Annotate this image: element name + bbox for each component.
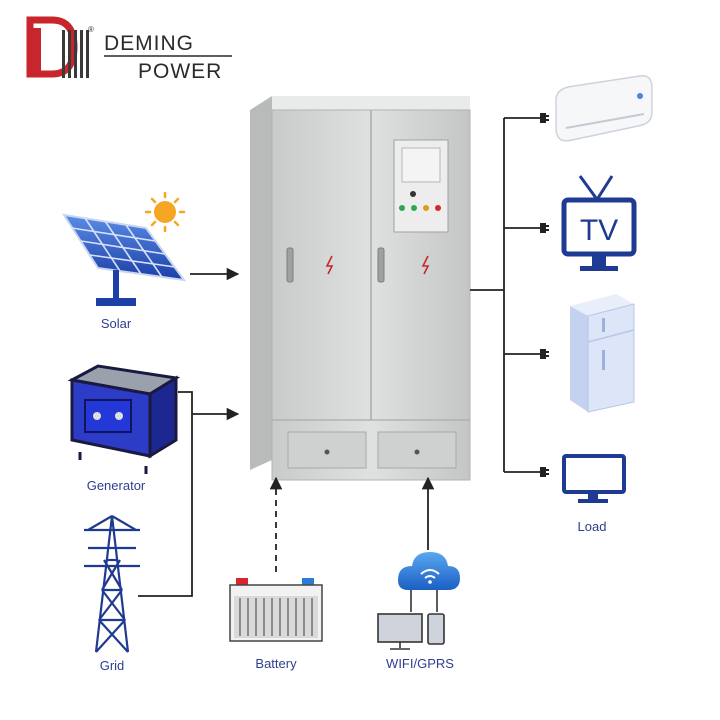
brand-line2: POWER (138, 60, 222, 83)
grid-tower-icon (84, 515, 140, 653)
brand-logo: ® DEMING POWER (26, 16, 232, 83)
tv-text: TV (580, 214, 618, 247)
air-conditioner-icon (555, 75, 653, 142)
registered-mark: ® (88, 25, 94, 34)
grid-label: Grid (100, 658, 125, 673)
control-panel (393, 139, 449, 233)
generator-grid-connector (138, 391, 240, 597)
brand-line1: DEMING (104, 32, 194, 55)
generator-icon (67, 364, 181, 474)
computer-phone-icon (377, 590, 445, 650)
solar-panel-icon (61, 191, 187, 306)
battery-label: Battery (255, 656, 297, 671)
logo-mark-icon (26, 16, 89, 78)
plug-icon (540, 113, 549, 477)
battery-icon (229, 578, 323, 642)
inverter-cabinet (250, 96, 471, 481)
generator-label: Generator (87, 478, 146, 493)
load-label: Load (578, 519, 607, 534)
monitor-icon (562, 454, 626, 503)
wifi-gprs-label: WIFI/GPRS (386, 656, 454, 671)
refrigerator-icon (570, 294, 635, 413)
load-bus-connector (470, 117, 540, 473)
solar-label: Solar (101, 316, 132, 331)
tv-icon: TV (561, 175, 637, 271)
cloud-wifi-icon (398, 552, 460, 590)
